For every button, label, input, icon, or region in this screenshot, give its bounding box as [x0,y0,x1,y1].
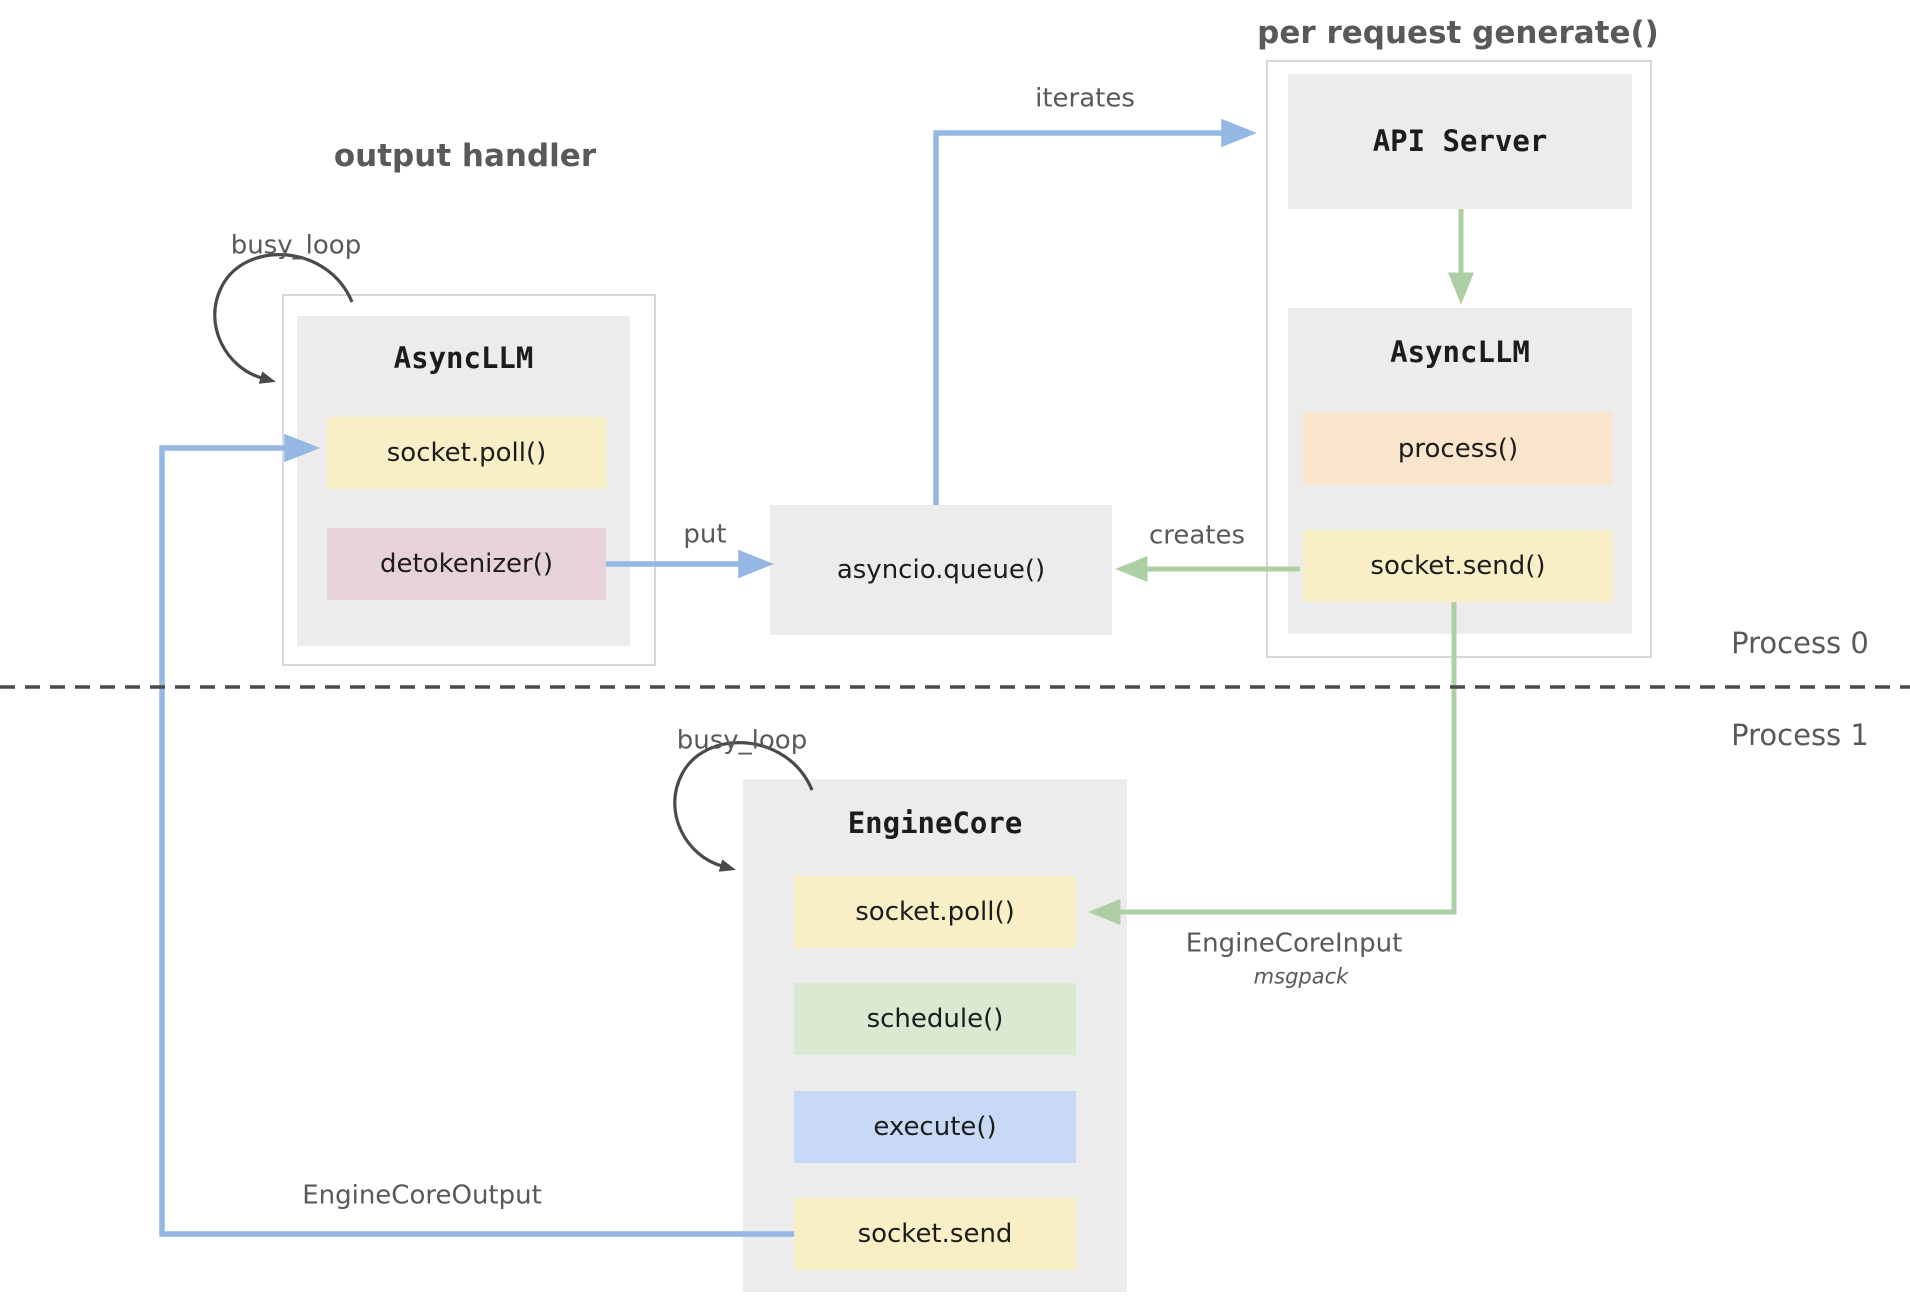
api-server-box: API Server [1288,74,1632,209]
method-label: socket.poll() [855,897,1015,927]
method-label: socket.send() [1370,551,1546,581]
asyncio-queue-label: asyncio.queue() [836,555,1046,585]
method-execute: execute() [794,1091,1076,1163]
method-socket-send-request: socket.send() [1303,530,1613,602]
method-label: socket.poll() [386,438,547,468]
method-label: process() [1397,433,1519,464]
method-socket-poll-output: socket.poll() [327,417,606,489]
method-label: socket.send [857,1219,1013,1249]
method-schedule: schedule() [794,983,1076,1055]
method-detokenizer: detokenizer() [327,528,606,600]
method-socket-send-engine: socket.send [794,1198,1076,1270]
method-socket-poll-engine: socket.poll() [794,876,1076,948]
async-llm-request-title: AsyncLLM [1390,335,1530,369]
api-server-title: API Server [1372,124,1548,158]
method-process: process() [1303,412,1613,485]
method-label: detokenizer() [379,549,554,579]
asyncio-queue-box: asyncio.queue() [770,505,1112,635]
method-label: schedule() [866,1004,1004,1034]
method-label: execute() [873,1112,997,1142]
async-llm-output-title: AsyncLLM [393,341,534,375]
engine-core-title: EngineCore [847,806,1023,840]
